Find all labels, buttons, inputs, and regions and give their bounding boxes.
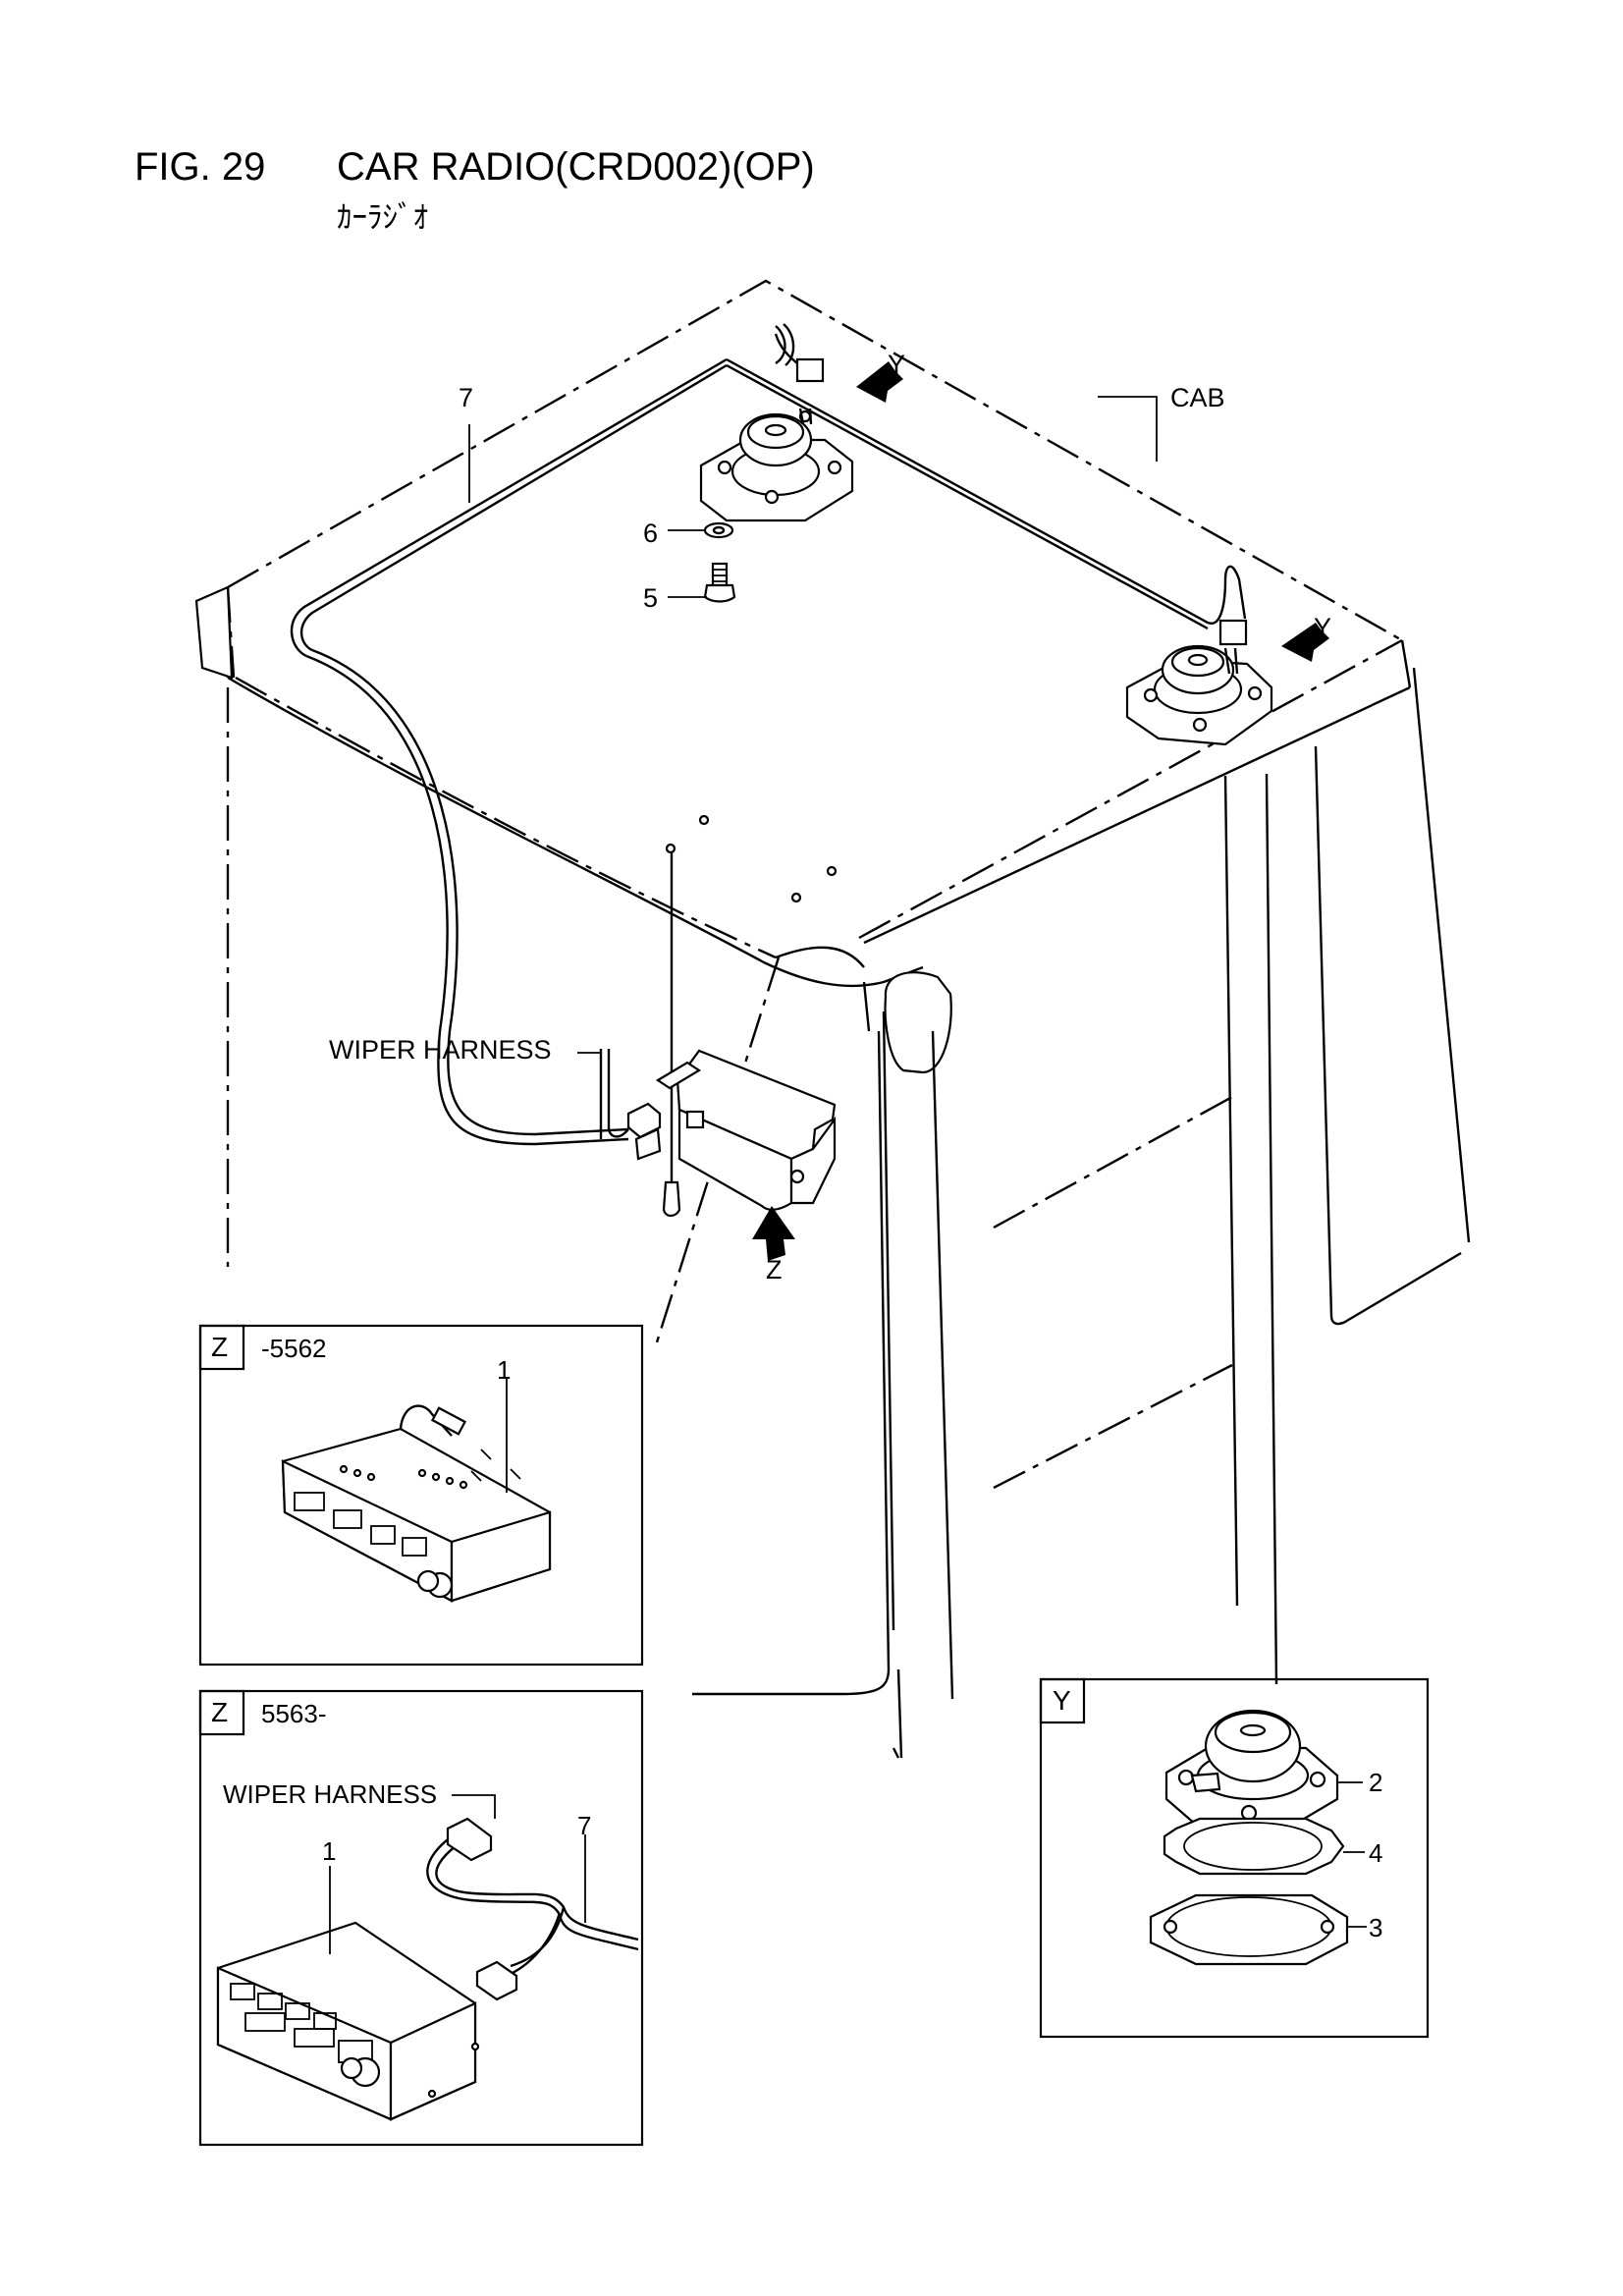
panel-z-new-callout-7: 7	[577, 1811, 592, 1840]
figure-title: CAR RADIO(CRD002)(OP)	[337, 145, 815, 189]
wiper-harness-label-panel: WIPER HARNESS	[223, 1779, 438, 1809]
panel-z-old-serial: -5562	[261, 1334, 327, 1363]
panel-z-old-callout-1: 1	[497, 1355, 512, 1385]
callout-5: 5	[643, 583, 659, 613]
ceiling-holes	[665, 814, 838, 903]
panel-z-old	[198, 1324, 644, 1667]
radio-bracket	[655, 852, 837, 1218]
bracket-connector	[599, 1049, 662, 1161]
arrow-y-label-top: Y	[888, 350, 906, 379]
roof-connectors	[774, 333, 1248, 646]
view-z-arrow	[752, 1206, 795, 1261]
figure-subtitle: ｶｰﾗｼﾞｵ	[337, 200, 428, 235]
panel-z-new-serial: 5563-	[261, 1699, 327, 1728]
panel-z-new	[198, 1689, 644, 2147]
panel-y-callout-2: 2	[1369, 1768, 1383, 1797]
wiper-harness-label-main: WIPER HARNESS	[329, 1035, 552, 1065]
arrow-z-label: Z	[766, 1255, 783, 1285]
panel-z-new-callout-1: 1	[322, 1836, 337, 1866]
panel-y	[1039, 1677, 1430, 2039]
cab-label: CAB	[1170, 383, 1225, 412]
callout-7-main: 7	[459, 383, 474, 412]
roof-wire-harness	[290, 323, 1247, 1146]
panel-y-callout-4: 4	[1369, 1838, 1383, 1868]
panel-z-new-tag: Z	[211, 1697, 229, 1727]
panel-z-old-tag: Z	[211, 1332, 229, 1362]
figure-number: FIG. 29	[135, 145, 266, 189]
panel-y-callout-3: 3	[1369, 1913, 1383, 1942]
callout-6: 6	[643, 519, 659, 548]
panel-y-tag: Y	[1053, 1685, 1071, 1716]
roof-speaker-left	[699, 408, 854, 522]
roof-speaker-right	[1125, 644, 1273, 746]
main-leader-lines	[468, 396, 1158, 1120]
washer-and-screw	[703, 521, 736, 603]
view-y-arrows	[856, 361, 1329, 662]
arrow-y-label-right: Y	[1314, 613, 1332, 642]
